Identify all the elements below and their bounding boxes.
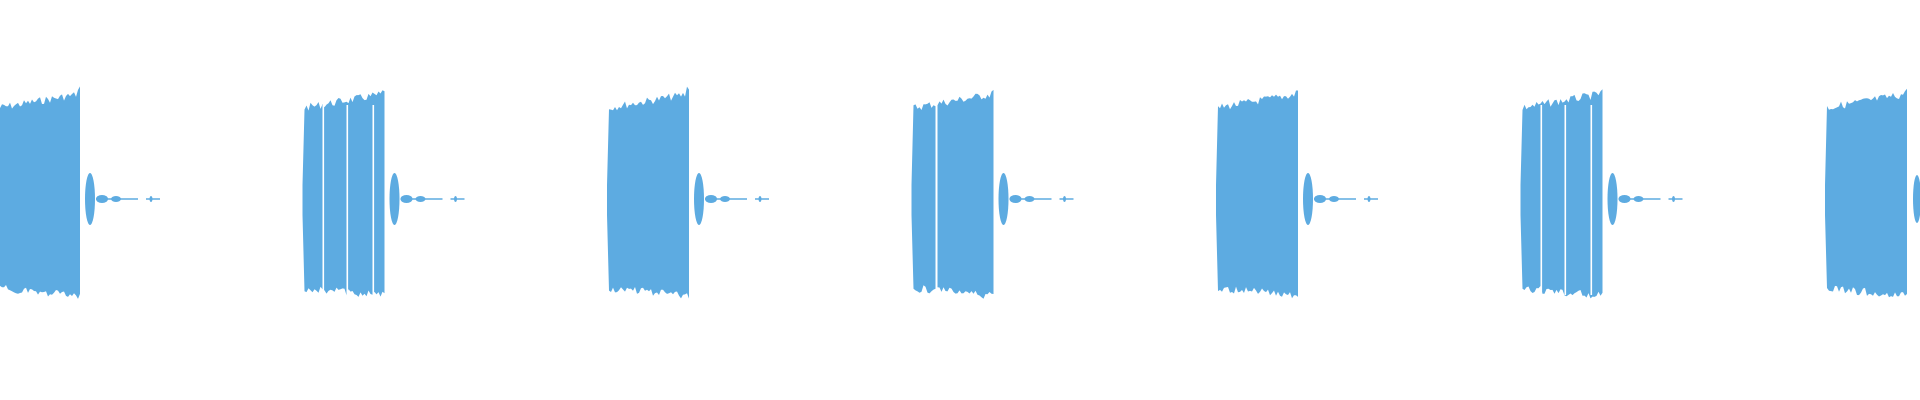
waveform-gap (1590, 105, 1593, 295)
waveform-tail-peak (694, 173, 704, 225)
waveform-burst (1520, 89, 1603, 304)
waveform-gap (346, 105, 349, 295)
waveform-tail-bump (415, 196, 426, 202)
waveform-tail-peak (85, 173, 95, 225)
waveform-tail-peak (389, 173, 400, 225)
waveform-gap (1564, 105, 1567, 295)
waveform-tail-peak (1607, 173, 1618, 225)
waveform-tail-peak (1303, 173, 1313, 225)
waveform-tail-peak (1913, 175, 1920, 223)
waveform-tail-bump (111, 196, 121, 202)
waveform-tail-bump (1329, 196, 1339, 202)
waveform-gap (1540, 105, 1543, 295)
waveform-gap (322, 105, 325, 295)
waveform-tail-dot (454, 196, 457, 202)
waveform-tail-dot (149, 196, 153, 202)
waveform-tail-dot (1367, 196, 1371, 202)
waveform-burst (911, 89, 994, 305)
waveform-tail-bump (720, 196, 730, 202)
waveform-tail-bump (1024, 196, 1035, 202)
waveform-tail-dot (1063, 196, 1066, 202)
waveform-burst (302, 90, 385, 304)
waveform-tail-bump (1633, 196, 1644, 202)
waveform-burst (0, 86, 80, 304)
waveform-tail-dot (758, 196, 762, 202)
waveform-burst (1216, 90, 1298, 304)
waveform-tail-dot (1672, 196, 1675, 202)
waveform-gap (372, 105, 375, 295)
waveform-burst (607, 86, 689, 304)
waveform-gap (935, 100, 938, 300)
waveform-tail-peak (998, 173, 1009, 225)
waveform-burst (1825, 88, 1907, 304)
